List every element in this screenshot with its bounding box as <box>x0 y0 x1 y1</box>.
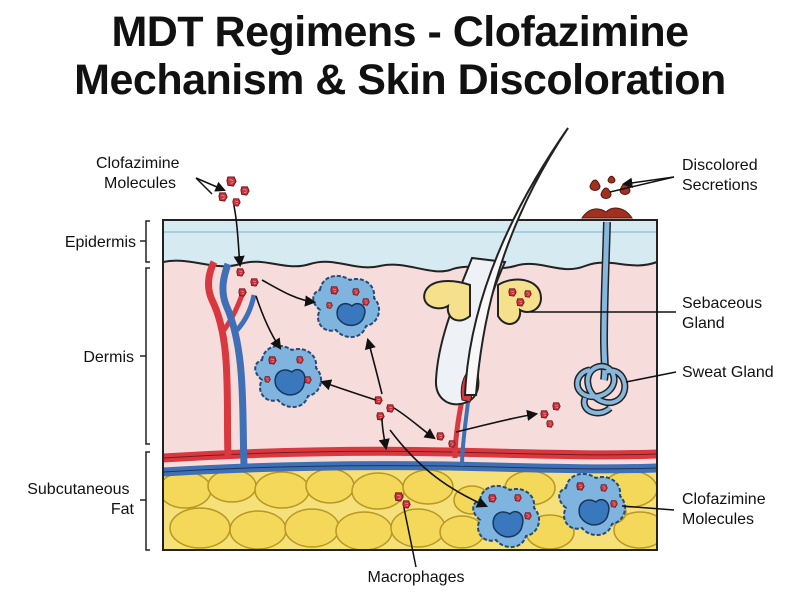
sweat-gland <box>573 221 629 417</box>
artery-vertical <box>205 260 232 459</box>
label-dermis: Dermis <box>83 349 134 366</box>
layer-brackets <box>140 220 150 551</box>
label-sweat-gland: Sweat Gland <box>682 364 774 381</box>
label-discolored-secretions: Discolored Secretions <box>682 157 762 194</box>
label-epidermis: Epidermis <box>65 234 136 251</box>
hair-shaft <box>463 127 569 396</box>
label-subcutaneous-fat: Subcutaneous Fat <box>27 481 134 518</box>
flow-arrows <box>233 205 539 508</box>
leader-lines <box>195 176 677 568</box>
label-macrophages: Macrophages <box>368 569 465 586</box>
label-clofazimine-bottom: Clofazimine Molecules <box>682 491 770 528</box>
sebaceous-gland <box>423 278 542 325</box>
macrophage-fat-center <box>472 484 541 548</box>
vein-vertical <box>219 262 248 467</box>
label-clofazimine-top: Clofazimine Molecules <box>96 155 184 192</box>
macrophage-upper <box>312 274 381 338</box>
macrophage-fat-right <box>558 472 627 536</box>
label-sebaceous-gland: Sebaceous Gland <box>682 295 767 332</box>
hair-follicle <box>434 127 569 406</box>
discolored-secretions <box>581 175 633 219</box>
title-line-1: MDT Regimens - Clofazimine <box>111 8 689 56</box>
macrophage-left <box>254 344 323 408</box>
title-line-2: Mechanism & Skin Discoloration <box>74 56 726 104</box>
page-title: MDT Regimens - Clofazimine Mechanism & S… <box>0 8 800 104</box>
skin-outline <box>162 219 658 551</box>
